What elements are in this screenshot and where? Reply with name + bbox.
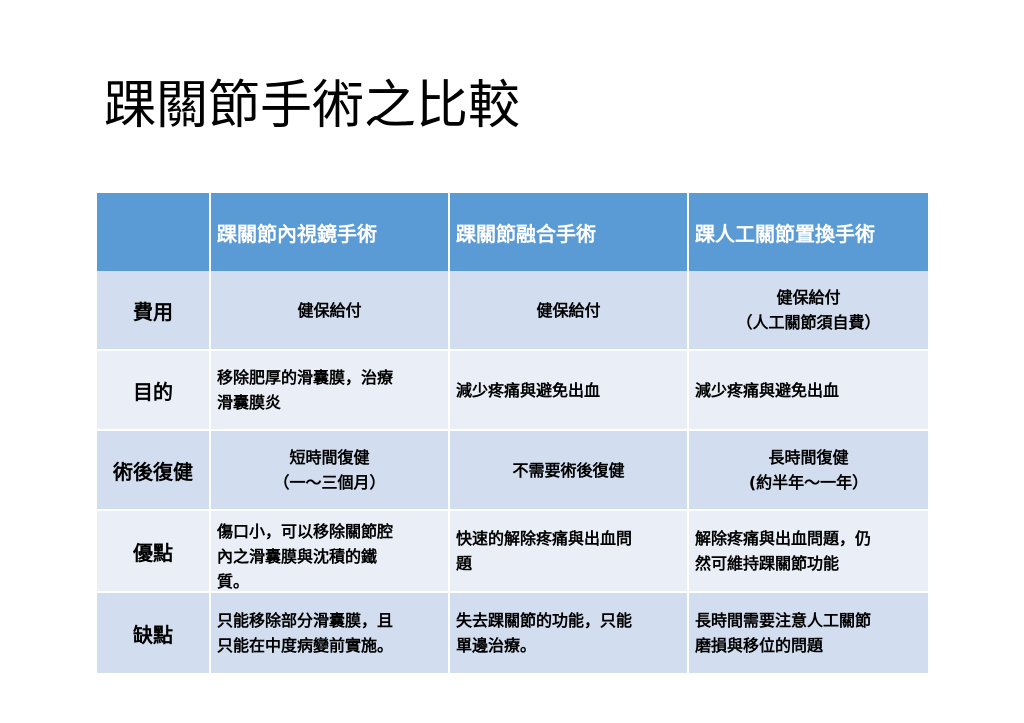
cell-clip-wrapper: 傷口小，可以移除關節腔 內之滑囊膜與沈積的鐵 質。 — [217, 519, 442, 591]
cell-line: 只能移除部分滑囊膜，且 — [217, 611, 394, 630]
table-header-row: 踝關節內視鏡手術 踝關節融合手術 踝人工關節置換手術 — [97, 193, 928, 271]
header-fusion: 踝關節融合手術 — [450, 193, 689, 271]
table-row-advantages: 優點 傷口小，可以移除關節腔 內之滑囊膜與沈積的鐵 質。 快速的解除疼痛與出血問… — [97, 511, 928, 593]
cell-line: 質。 — [217, 572, 250, 591]
cell-disadvantages-arthroscopy: 只能移除部分滑囊膜，且 只能在中度病變前實施。 — [211, 593, 450, 673]
cell-line: 滑囊膜炎 — [217, 393, 282, 412]
cell-line: 題 — [456, 554, 473, 573]
cell-line: （人工關節須自費） — [736, 313, 881, 332]
cell-advantages-arthroscopy: 傷口小，可以移除關節腔 內之滑囊膜與沈積的鐵 質。 — [211, 511, 450, 593]
cell-rehab-arthroscopy: 短時間復健 （一～三個月） — [211, 431, 450, 511]
table-row-purpose: 目的 移除肥厚的滑囊膜，治療 滑囊膜炎 減少疼痛與避免出血 減少疼痛與避免出血 — [97, 351, 928, 431]
cell-advantages-replacement: 解除疼痛與出血問題，仍 然可維持踝關節功能 — [689, 511, 928, 593]
cell-disadvantages-replacement: 長時間需要注意人工關節 磨損與移位的問題 — [689, 593, 928, 673]
cell-line: 磨損與移位的問題 — [695, 636, 824, 655]
cell-line: 只能在中度病變前實施。 — [217, 636, 394, 655]
cell-purpose-replacement: 減少疼痛與避免出血 — [689, 351, 928, 431]
table-row-disadvantages: 缺點 只能移除部分滑囊膜，且 只能在中度病變前實施。 失去踝關節的功能，只能 單… — [97, 593, 928, 673]
cell-line: 減少疼痛與避免出血 — [456, 380, 601, 400]
cell-line: 不需要術後復健 — [512, 460, 625, 480]
cell-advantages-fusion: 快速的解除疼痛與出血問 題 — [450, 511, 689, 593]
cell-line: (約半年～一年） — [748, 473, 869, 492]
header-arthroscopy: 踝關節內視鏡手術 — [211, 193, 450, 271]
row-label-disadvantages: 缺點 — [97, 593, 211, 673]
cell-line: 健保給付 — [297, 300, 362, 320]
cell-line: 解除疼痛與出血問題，仍 — [695, 529, 872, 548]
row-label-advantages: 優點 — [97, 511, 211, 593]
cell-line: 減少疼痛與避免出血 — [695, 380, 840, 400]
cell-line: 長時間需要注意人工關節 — [695, 611, 872, 630]
cell-disadvantages-fusion: 失去踝關節的功能，只能 單邊治療。 — [450, 593, 689, 673]
cell-line: 健保給付 — [536, 300, 601, 320]
cell-line: 長時間復健 — [768, 448, 849, 467]
row-label-rehab: 術後復健 — [97, 431, 211, 511]
cell-cost-arthroscopy: 健保給付 — [211, 271, 450, 351]
row-label-purpose: 目的 — [97, 351, 211, 431]
table-row-rehab: 術後復健 短時間復健 （一～三個月） 不需要術後復健 長時間復健 (約半年～一年… — [97, 431, 928, 511]
cell-line: 移除肥厚的滑囊膜，治療 — [217, 368, 394, 387]
cell-rehab-replacement: 長時間復健 (約半年～一年） — [689, 431, 928, 511]
slide-title: 踝關節手術之比較 — [104, 76, 521, 136]
cell-line: 單邊治療。 — [456, 636, 537, 655]
cell-line: 傷口小，可以移除關節腔 — [217, 522, 394, 541]
header-replacement: 踝人工關節置換手術 — [689, 193, 928, 271]
cell-line: 健保給付 — [776, 288, 841, 307]
cell-cost-replacement: 健保給付 （人工關節須自費） — [689, 271, 928, 351]
cell-line: 失去踝關節的功能，只能 — [456, 611, 633, 630]
cell-line: 短時間復健 — [289, 448, 370, 467]
cell-cost-fusion: 健保給付 — [450, 271, 689, 351]
cell-line: 然可維持踝關節功能 — [695, 554, 840, 573]
cell-purpose-fusion: 減少疼痛與避免出血 — [450, 351, 689, 431]
cell-line: （一～三個月） — [273, 473, 386, 492]
comparison-table: 踝關節內視鏡手術 踝關節融合手術 踝人工關節置換手術 費用 健保給付 健保給付 … — [97, 193, 928, 673]
row-label-cost: 費用 — [97, 271, 211, 351]
cell-line: 內之滑囊膜與沈積的鐵 — [217, 547, 378, 566]
header-corner-cell — [97, 193, 211, 271]
cell-rehab-fusion: 不需要術後復健 — [450, 431, 689, 511]
table-row-cost: 費用 健保給付 健保給付 健保給付 （人工關節須自費） — [97, 271, 928, 351]
cell-line: 快速的解除疼痛與出血問 — [456, 529, 633, 548]
cell-purpose-arthroscopy: 移除肥厚的滑囊膜，治療 滑囊膜炎 — [211, 351, 450, 431]
